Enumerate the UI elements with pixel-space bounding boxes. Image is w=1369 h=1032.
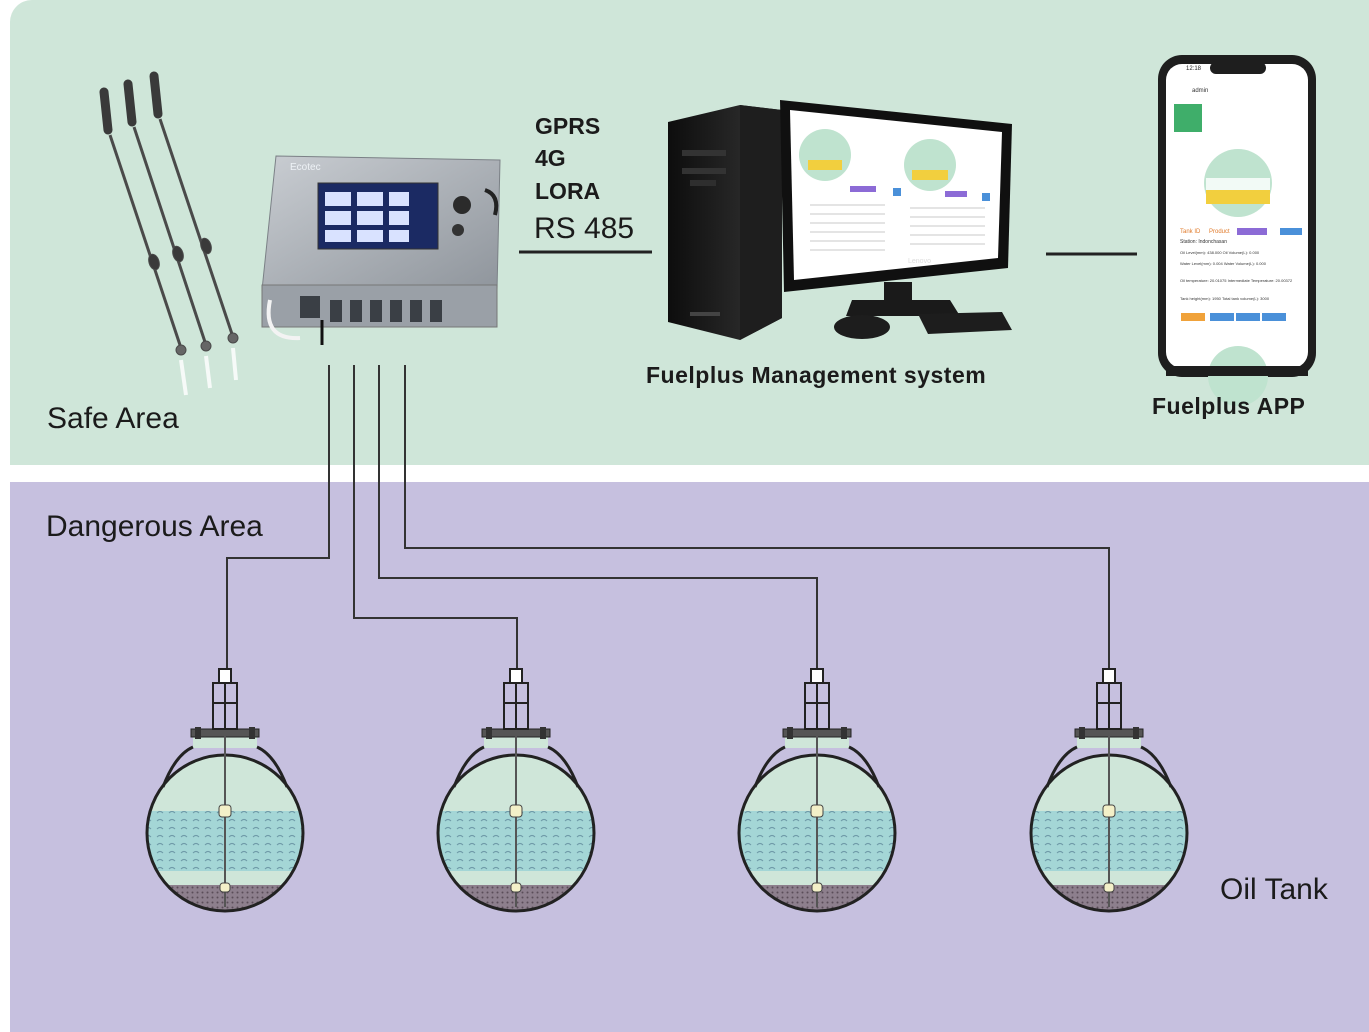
tank-4 (1029, 668, 1189, 913)
comm-4g: 4G (535, 145, 566, 171)
controller-console (261, 155, 501, 345)
comm-rs485: RS 485 (534, 212, 635, 245)
tank-oil-float (1102, 804, 1116, 818)
app-label: Fuelplus APP (1152, 393, 1306, 419)
tank-water-float (219, 882, 231, 893)
controller-brand-label: Ecotec (290, 162, 321, 173)
tank-water-float (811, 882, 823, 893)
phone-time: 12:18 (1186, 66, 1202, 72)
probe-2 (123, 79, 212, 352)
mouse (834, 315, 890, 339)
oil-tank-label: Oil Tank (1220, 873, 1328, 906)
management-system-label: Fuelplus Management system (646, 362, 987, 388)
cable-tank-2 (353, 365, 518, 668)
cable-tank-1 (226, 365, 330, 668)
tank-water-float (510, 882, 522, 893)
tank-3 (737, 668, 897, 913)
comm-lora: LORA (535, 178, 601, 204)
safe-area-label: Safe Area (47, 402, 179, 435)
probe-1 (99, 87, 187, 356)
dangerous-area-label: Dangerous Area (46, 510, 263, 543)
phone-row-1: Oil Level(mm): 438.000 Oil Volume(L): 0.… (1180, 250, 1260, 255)
phone-product: Product (1209, 229, 1230, 235)
monitor (780, 100, 1012, 316)
level-probes (99, 71, 239, 396)
tank-oil-float (509, 804, 523, 818)
cable-tank-4 (404, 365, 1110, 668)
phone-row-2: Water Level(mm): 0.004 Water Volume(L): … (1180, 261, 1267, 266)
tank-2 (436, 668, 596, 913)
tank-oil-float (218, 804, 232, 818)
monitor-brand: Lenovo (908, 258, 931, 265)
phone-row-4: Tank height(mm): 1950 Total tank volume(… (1180, 296, 1270, 301)
pc-tower (668, 105, 782, 340)
tank-1 (145, 668, 305, 913)
keyboard (918, 312, 1012, 334)
phone-station: Station: Indonchasan (1180, 239, 1227, 245)
tank-water-float (1103, 882, 1115, 893)
tanks-layer (145, 668, 1189, 913)
tank-oil-float (810, 804, 824, 818)
phone-user: admin (1192, 88, 1208, 94)
probe-3 (149, 71, 239, 344)
phone-row-3: Oil temperature: 20.01075 Intermediate T… (1180, 278, 1293, 283)
cable-tank-3 (378, 365, 818, 668)
smartphone (1158, 55, 1316, 406)
phone-tank-id: Tank ID (1180, 229, 1201, 235)
comm-gprs: GPRS (535, 113, 601, 139)
tank-cables (226, 365, 1110, 668)
